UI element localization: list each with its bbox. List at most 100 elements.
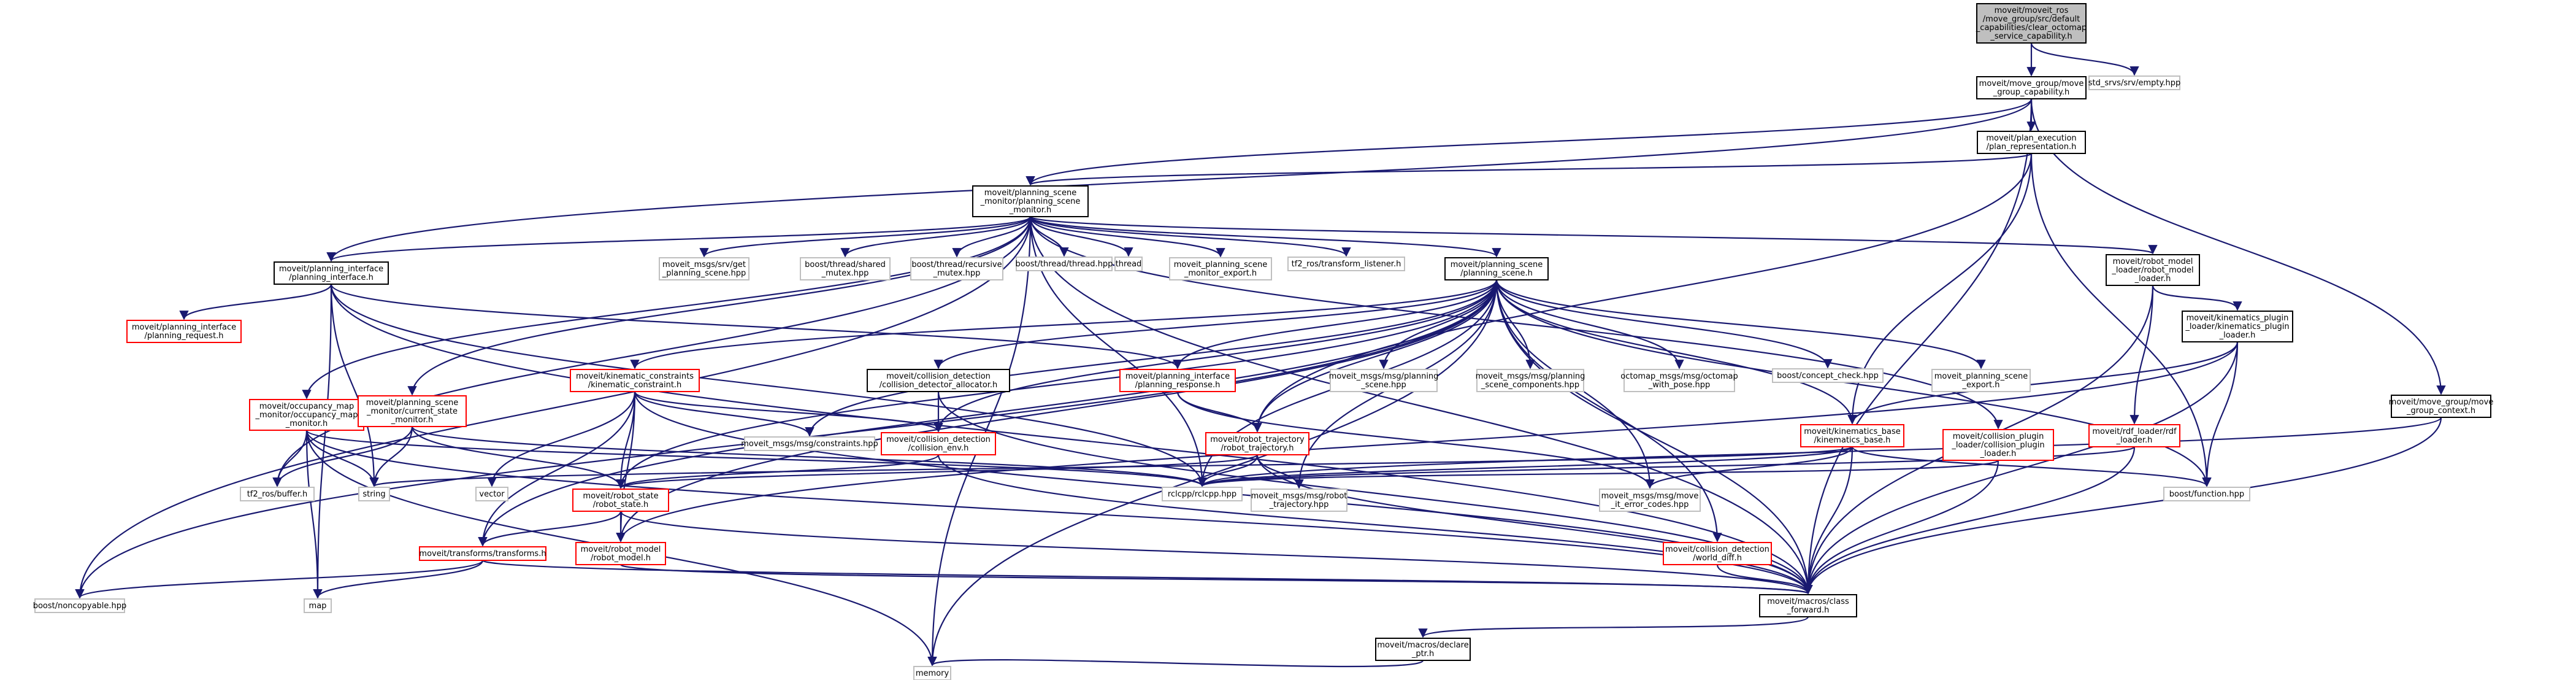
node-label: moveit/occupancy_map	[259, 402, 355, 411]
edge-ps-to-class_forward	[1495, 279, 1813, 595]
node-rml[interactable]: moveit/robot_model_loader/robot_model_lo…	[2106, 254, 2200, 286]
node-csm[interactable]: moveit/planning_scene_monitor/current_st…	[358, 395, 467, 427]
edge-transforms-to-class_forward	[481, 559, 1812, 595]
node-plan-repr[interactable]: moveit/plan_execution/plan_representatio…	[1977, 131, 2086, 154]
node-label: moveit_planning_scene	[1174, 260, 1268, 269]
node-label: /kinematics_base.h	[1814, 436, 1891, 445]
edge-kin_base-to-rclcpp	[1197, 446, 1853, 487]
node-label: _group_context.h	[2406, 406, 2475, 415]
edge-root-to-std_srvs	[2030, 42, 2139, 76]
node-tf2-buffer: tf2_ros/buffer.h	[240, 487, 315, 501]
node-label: moveit/collision_detection	[886, 435, 991, 444]
node-constraints-msg: moveit_msgs/msg/constraints.hpp	[741, 436, 878, 451]
edge-transforms-to-map	[313, 560, 484, 599]
node-label: string	[362, 490, 385, 499]
node-label: _monitor.h	[391, 415, 434, 425]
node-label: /kinematic_constraint.h	[588, 381, 682, 390]
node-occ-map[interactable]: moveit/occupancy_map_monitor/occupancy_m…	[249, 399, 364, 431]
node-label: moveit/planning_interface	[1125, 372, 1230, 381]
node-label: moveit/macros/class	[1767, 597, 1849, 606]
node-robot-traj[interactable]: moveit/robot_trajectory/robot_trajectory…	[1205, 432, 1309, 455]
node-kin-constraint[interactable]: moveit/kinematic_constraints/kinematic_c…	[570, 369, 700, 392]
edge-cpl-to-rclcpp	[1197, 459, 1999, 487]
node-robot-model[interactable]: moveit/robot_model/robot_model.h	[575, 542, 666, 565]
edge-declare_ptr-to-memory	[927, 656, 1424, 668]
edge-plan_repr-to-psm	[1026, 152, 2033, 186]
node-label: _export.h	[1962, 381, 2000, 390]
node-label: std_srvs/srv/empty.hpp	[2088, 79, 2181, 88]
node-label: _with_pose.hpp	[1648, 381, 1710, 390]
edge-kin_base-to-function_hpp	[1851, 446, 2212, 487]
edge-occ_map-to-rclcpp	[305, 430, 1207, 487]
edge-robot_state-to-transforms	[478, 511, 622, 547]
node-label: moveit/kinematics_plugin	[2187, 314, 2289, 323]
node-function-hpp: boost/function.hpp	[2163, 487, 2250, 501]
dependency-edges	[75, 42, 2446, 668]
node-label: _service_capability.h	[1990, 32, 2072, 41]
edge-kin_constraint-to-robot_model	[616, 391, 636, 543]
node-mg-context[interactable]: moveit/move_group/move_group_context.h	[2389, 395, 2494, 418]
edge-pi_response-to-error_codes	[1176, 391, 1655, 489]
node-label: moveit/robot_model	[581, 545, 661, 554]
node-root[interactable]: moveit/moveit_ros/move_group/src/default…	[1976, 3, 2087, 44]
node-label: _loader/collision_plugin	[1951, 441, 2044, 450]
node-declare-ptr[interactable]: moveit/macros/declare_ptr.h	[1375, 638, 1471, 661]
edge-robot_model-to-class_forward	[619, 563, 1812, 595]
node-label: moveit_planning_scene	[1934, 372, 2028, 381]
edge-kin_base-to-error_codes	[1645, 446, 1853, 489]
node-pi[interactable]: moveit/planning_interface/planning_inter…	[274, 261, 389, 285]
edge-occ_map-to-map	[305, 430, 323, 599]
edge-pi-to-pi_response	[330, 284, 1183, 369]
node-label: /world_diff.h	[1693, 554, 1742, 563]
edge-kpl-to-kin_base	[1847, 341, 2239, 425]
node-label: moveit_msgs/msg/robot	[1251, 492, 1347, 501]
node-label: moveit/robot_state	[583, 492, 658, 501]
node-pi-request[interactable]: moveit/planning_interface/planning_reque…	[126, 320, 242, 343]
node-label: /planning_scene.h	[1460, 269, 1533, 278]
edge-ps-to-concept_check	[1495, 279, 1833, 369]
node-class-forward[interactable]: moveit/macros/class_forward.h	[1759, 594, 1857, 617]
node-label: _loader.h	[1980, 449, 2017, 458]
edge-mg_capability-to-class_forward	[1803, 98, 2033, 595]
edge-psm-to-recursive_mutex	[952, 216, 1032, 258]
edge-psm-to-tf2_listener	[1029, 216, 1351, 257]
node-mg-capability[interactable]: moveit/move_group/move_group_capability.…	[1976, 76, 2087, 99]
node-robot-traj-msg: moveit_msgs/msg/robot_trajectory.hpp	[1251, 489, 1347, 512]
node-label: moveit_msgs/msg/move	[1601, 492, 1699, 501]
node-cpl[interactable]: moveit/collision_plugin_loader/collision…	[1942, 429, 2054, 461]
edge-kin_base-to-string	[370, 446, 1853, 487]
edge-robot_traj-to-class_forward	[1256, 454, 1813, 595]
edge-transforms-to-noncopyable	[75, 559, 484, 599]
node-transforms[interactable]: moveit/transforms/transforms.h	[419, 546, 546, 561]
edge-occ_map-to-string	[305, 430, 379, 487]
node-collision-env[interactable]: moveit/collision_detection/collision_env…	[881, 432, 996, 455]
edge-ps-to-collision_env	[933, 279, 1498, 433]
node-get-ps-srv: moveit_msgs/srv/get_planning_scene.hpp	[659, 257, 749, 280]
node-cd-allocator[interactable]: moveit/collision_detection/collision_det…	[867, 369, 1010, 392]
node-label: moveit/kinematic_constraints	[576, 372, 694, 381]
node-label: moveit_msgs/srv/get	[662, 260, 746, 269]
edge-csm-to-tf2_buffer	[272, 426, 413, 487]
node-rdf-loader[interactable]: moveit/rdf_loader/rdf_loader.h	[2088, 424, 2180, 447]
node-psm-export: moveit_planning_scene_monitor_export.h	[1169, 257, 1272, 280]
node-label: moveit/robot_trajectory	[1210, 435, 1305, 444]
node-concept-check: boost/concept_check.hpp	[1772, 368, 1884, 383]
edge-ps-to-octomap_pose	[1495, 279, 1684, 369]
edge-ps-to-ps_export	[1495, 279, 1986, 369]
node-label: moveit/macros/declare	[1377, 641, 1468, 650]
node-world-diff[interactable]: moveit/collision_detection/world_diff.h	[1663, 542, 1772, 565]
edge-psm-to-cpl	[1029, 216, 2003, 430]
node-kin-base[interactable]: moveit/kinematics_base/kinematics_base.h	[1800, 424, 1904, 447]
node-label: boost/thread/shared	[805, 260, 886, 269]
edge-kin_constraint-to-transforms	[478, 391, 636, 547]
node-ps[interactable]: moveit/planning_scene/planning_scene.h	[1444, 257, 1549, 280]
node-pi-response[interactable]: moveit/planning_interface/planning_respo…	[1119, 369, 1236, 392]
node-robot-state[interactable]: moveit/robot_state/robot_state.h	[572, 489, 669, 512]
edge-robot_state-to-class_forward	[619, 511, 1813, 595]
node-psm[interactable]: moveit/planning_scene_monitor/planning_s…	[972, 185, 1089, 217]
edge-kin_constraint-to-collision_env	[634, 391, 943, 433]
node-label: _capabilities/clear_octomap	[1976, 23, 2087, 33]
node-label: _monitor/planning_scene	[980, 197, 1081, 206]
node-kpl[interactable]: moveit/kinematics_plugin_loader/kinemati…	[2182, 311, 2293, 342]
edge-psm-to-noncopyable	[75, 216, 1032, 599]
